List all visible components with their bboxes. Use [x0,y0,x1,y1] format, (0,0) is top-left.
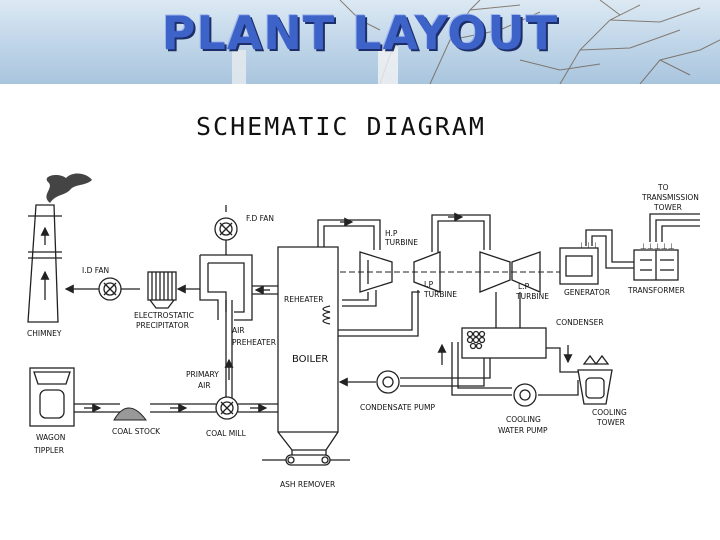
cooling-water-loop [437,342,579,396]
precipitator-label-1: ELECTROSTATIC [134,311,194,320]
coal-mill-label: COAL MILL [206,429,247,438]
to-label: TO [657,183,669,192]
title-banner: PLANT LAYOUT [0,0,720,84]
ip-turbine-label-1: I.P [424,280,434,289]
condensate-pump [376,370,400,394]
ip-turbine-label-2: TURBINE [423,290,457,299]
hp-turbine-label-1: H.P [385,229,398,238]
air-preheater-label-1: AIR [232,326,245,335]
chimney-label: CHIMNEY [27,329,62,338]
cooling-water-pump [513,383,537,407]
primary-air-label-1: PRIMARY [186,370,219,379]
cooling-water-pump-label-2: WATER PUMP [498,426,548,435]
ash-remover-label: ASH REMOVER [280,480,335,489]
ash-remover [262,450,350,466]
condensate-pump-label: CONDENSATE PUMP [360,403,436,412]
main-steam-line [317,217,381,250]
generator-output-line [585,229,634,263]
condenser-label: CONDENSER [556,318,604,327]
condenser [461,327,547,359]
reheater-coil [322,305,331,325]
lp-turbine-label-2: TURBINE [515,292,549,301]
cooling-tower-label-1: COOLING [592,408,627,417]
chimney [27,173,92,323]
lp-turbine-label-1: L.P [518,282,530,291]
boiler [277,246,339,451]
cooling-tower [577,354,613,405]
id-fan [98,277,122,301]
transmission-line [649,213,700,242]
boiler-label: BOILER [292,354,328,365]
precipitator-label-2: PRECIPITATOR [136,321,189,330]
transformer: ⊥⊥⊥⊥⊥ [633,242,679,281]
condensate-line [400,358,491,379]
air-preheater [199,254,278,400]
coal-stock-pile [113,407,148,421]
hp-exhaust-to-reheater [342,292,369,301]
air-preheater-label-2: PREHEATER [232,338,276,347]
wagon-label: WAGON [36,433,65,442]
transmission-label: TRANSMISSION [641,193,699,202]
cooling-tower-label-2: TOWER [596,418,625,427]
tower-label: TOWER [653,203,682,212]
tree-branches-decoration [232,0,720,84]
wagon-tippler [29,367,75,427]
id-fan-label: I.D FAN [82,266,109,275]
hp-turbine-label-2: TURBINE [384,238,418,247]
diagram-heading: SCHEMATIC DIAGRAM [196,112,486,141]
coal-stock-label: COAL STOCK [112,427,161,436]
primary-air-label-2: AIR [198,381,211,390]
coal-mill [215,396,239,420]
svg-text:⊥⊥⊥: ⊥⊥⊥ [578,241,599,250]
fd-fan [214,205,238,255]
generator: ⊥⊥⊥ [559,241,599,285]
reheat-steam-line [338,291,420,331]
electrostatic-precipitator [147,271,177,309]
generator-label: GENERATOR [564,288,610,297]
fd-fan-label: F.D FAN [246,214,274,223]
coal-conveyor [74,403,278,413]
svg-text:⊥⊥⊥⊥⊥: ⊥⊥⊥⊥⊥ [640,242,675,251]
slide-title: PLANT LAYOUT [161,6,559,60]
cooling-water-pump-label-1: COOLING [506,415,541,424]
transformer-label: TRANSFORMER [627,286,685,295]
reheater-label: REHEATER [284,295,323,304]
tippler-label: TIPPLER [33,446,64,455]
